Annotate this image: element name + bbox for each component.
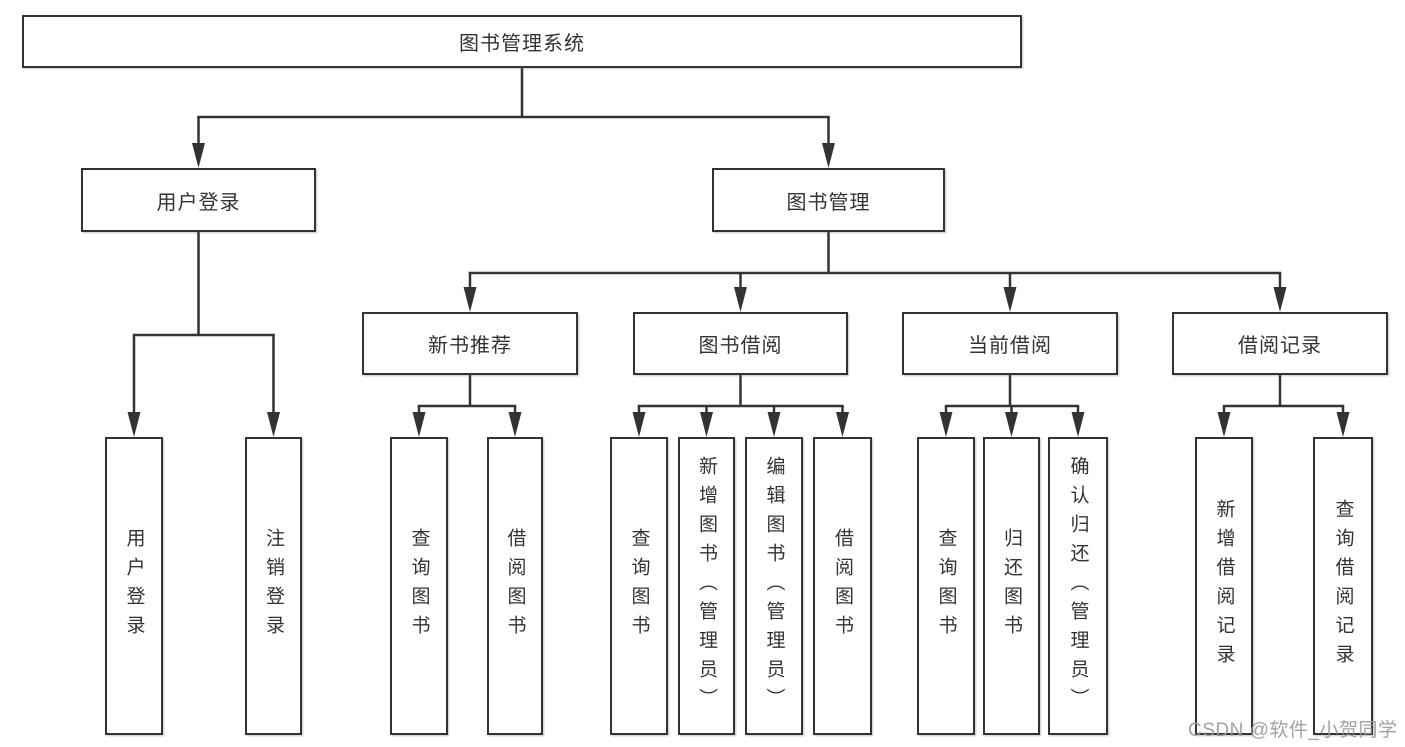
node-current-confirm-return-admin: 确认归还（管理员） xyxy=(1048,437,1108,735)
node-leaf-logout: 注销登录 xyxy=(245,437,302,735)
node-label: 新增借阅记录 xyxy=(1213,499,1235,673)
node-history-add-record: 新增借阅记录 xyxy=(1195,437,1253,735)
node-label: 用户登录 xyxy=(123,528,145,644)
node-label: 编辑图书（管理员） xyxy=(763,455,785,717)
node-label: 新增图书（管理员） xyxy=(696,455,717,717)
node-borrow-add-book-admin: 新增图书（管理员） xyxy=(678,437,735,735)
node-book-borrowing: 图书借阅 xyxy=(633,312,848,375)
node-label: 借阅图书 xyxy=(832,528,853,644)
csdn-watermark: CSDN @软件_小贺同学 xyxy=(1188,720,1398,741)
node-current-borrowing: 当前借阅 xyxy=(902,312,1118,375)
node-library-management-system: 图书管理系统 xyxy=(22,15,1022,68)
node-current-return-books: 归还图书 xyxy=(983,437,1040,735)
node-label: 注销登录 xyxy=(263,528,284,644)
node-rec-query-books: 查询图书 xyxy=(390,437,448,735)
node-borrowing-records: 借阅记录 xyxy=(1172,312,1388,375)
node-label: 归还图书 xyxy=(1001,528,1022,644)
node-label: 确认归还（管理员） xyxy=(1067,455,1089,717)
node-borrow-edit-book-admin: 编辑图书（管理员） xyxy=(745,437,803,735)
node-history-query-record: 查询借阅记录 xyxy=(1313,437,1373,735)
node-user-login: 用户登录 xyxy=(81,168,316,232)
node-borrow-borrow-books: 借阅图书 xyxy=(813,437,872,735)
node-book-management: 图书管理 xyxy=(712,168,945,232)
node-rec-borrow-books: 借阅图书 xyxy=(487,437,543,735)
node-leaf-user-login: 用户登录 xyxy=(105,437,163,735)
node-label: 查询图书 xyxy=(935,528,957,644)
node-label: 借阅图书 xyxy=(504,528,526,644)
node-label: 查询借阅记录 xyxy=(1332,499,1354,673)
node-borrow-query-books: 查询图书 xyxy=(610,437,668,735)
node-label: 查询图书 xyxy=(408,528,430,644)
node-label: 查询图书 xyxy=(628,528,650,644)
node-current-query-books: 查询图书 xyxy=(917,437,975,735)
node-new-book-recommend: 新书推荐 xyxy=(362,312,578,375)
